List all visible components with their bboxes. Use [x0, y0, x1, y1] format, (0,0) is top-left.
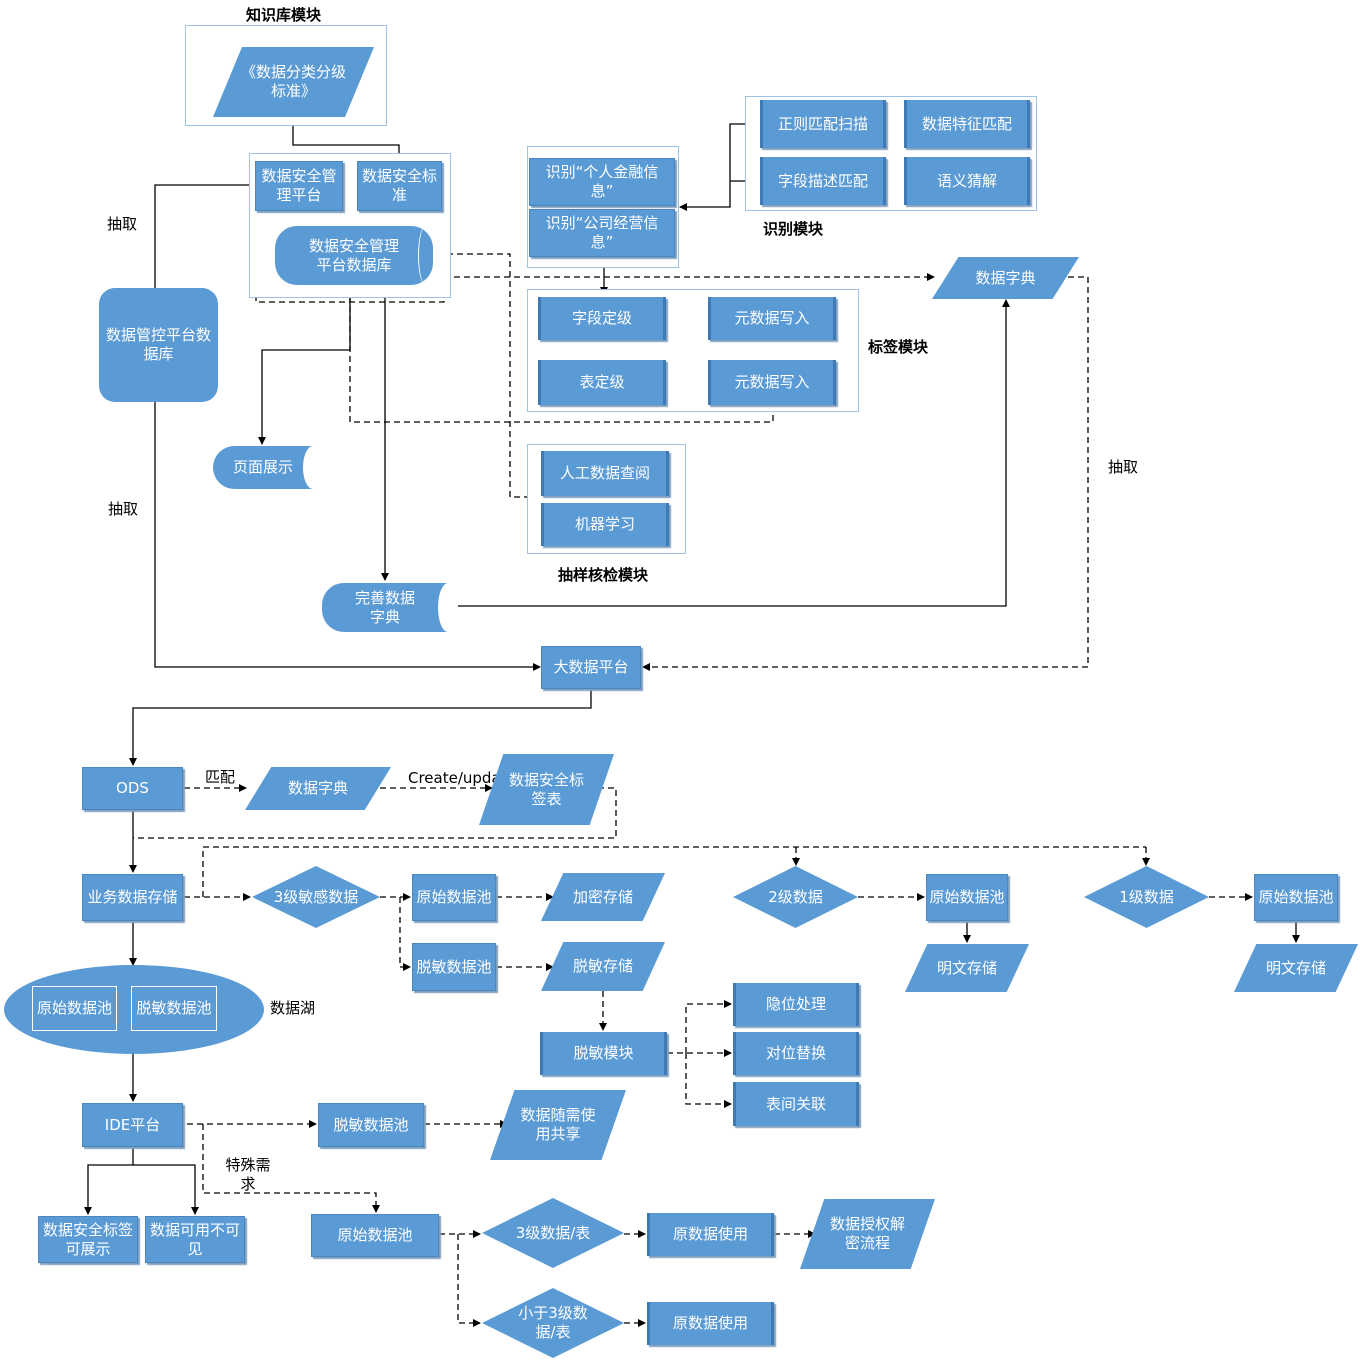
identify-personal-finance: 识别“个人金融信息”: [529, 158, 675, 206]
authorization-decrypt-flow: 数据授权解密流程: [800, 1199, 935, 1269]
machine-learning: 机器学习: [541, 503, 669, 546]
security-mgmt-platform: 数据安全管理平台: [255, 161, 343, 211]
pipeline-data-dictionary: 数据字典: [245, 767, 391, 810]
extract-label-top: 抽取: [107, 215, 138, 233]
raw-pool-level2: 原始数据池: [926, 874, 1008, 921]
bigdata-platform: 大数据平台: [541, 646, 641, 689]
extract-label-mid: 抽取: [108, 500, 139, 518]
desensitized-storage: 脱敏存储: [541, 942, 665, 991]
ide-platform: IDE平台: [82, 1103, 183, 1147]
plain-storage-level2: 明文存储: [905, 944, 1029, 992]
metadata-write-1: 元数据写入: [708, 297, 836, 340]
field-grading: 字段定级: [538, 297, 666, 340]
recognition-module-title: 识别模块: [763, 220, 824, 238]
ods-node: ODS: [82, 767, 183, 810]
raw-pool-level3: 原始数据池: [412, 874, 496, 921]
security-tag-displayable: 数据安全标签可展示: [38, 1216, 138, 1263]
plain-storage-level1: 明文存储: [1234, 944, 1358, 992]
feature-match: 数据特征匹配: [904, 100, 1030, 148]
semantic-guess: 语义猜解: [904, 157, 1030, 205]
security-tag-table: 数据安全标签表: [479, 754, 614, 825]
ide-raw-pool: 原始数据池: [311, 1214, 439, 1257]
control-platform-database: 数据管控平台数据库: [99, 288, 218, 402]
security-standard: 数据安全标准: [357, 161, 442, 211]
regex-scan: 正则匹配扫描: [760, 100, 886, 148]
knowledge-module-title: 知识库模块: [246, 6, 322, 24]
encrypted-storage: 加密存储: [541, 873, 665, 921]
identify-company-business: 识别“公司经营信息”: [529, 209, 675, 257]
lake-raw-pool: 原始数据池: [32, 986, 117, 1031]
table-grading: 表定级: [538, 360, 666, 405]
metadata-write-2: 元数据写入: [708, 360, 836, 405]
mask-processing: 隐位处理: [733, 983, 859, 1026]
data-dictionary: 数据字典: [932, 257, 1079, 299]
raw-pool-level1: 原始数据池: [1254, 874, 1338, 921]
field-description-match: 字段描述匹配: [760, 157, 886, 205]
platform-database: 数据安全管理平台数据库: [275, 226, 433, 285]
data-on-demand-sharing: 数据随需使用共享: [490, 1090, 626, 1160]
classification-standard-doc: 《数据分类分级标准》: [213, 47, 374, 117]
create-update-label: Create/update: [408, 769, 516, 787]
raw-data-use-2: 原数据使用: [647, 1302, 774, 1345]
business-data-storage: 业务数据存储: [82, 874, 183, 921]
sampling-module-title: 抽样核检模块: [558, 566, 649, 584]
extract-label-right: 抽取: [1108, 458, 1139, 476]
ide-desensitized-pool: 脱敏数据池: [318, 1103, 424, 1147]
desensitized-pool: 脱敏数据池: [412, 943, 496, 991]
lake-desensitized-pool: 脱敏数据池: [131, 986, 217, 1031]
positional-substitution: 对位替换: [733, 1032, 859, 1075]
refine-data-dictionary: 完善数据字典: [322, 583, 458, 632]
data-usable-invisible: 数据可用不可见: [145, 1216, 245, 1263]
page-display: 页面展示: [213, 446, 323, 489]
data-lake-label: 数据湖: [270, 999, 316, 1017]
raw-data-use-1: 原数据使用: [647, 1213, 774, 1256]
cross-table-association: 表间关联: [733, 1082, 859, 1126]
manual-data-review: 人工数据查阅: [541, 451, 669, 496]
desensitize-module: 脱敏模块: [540, 1032, 667, 1075]
special-need-label: 特殊需求: [225, 1156, 271, 1193]
tagging-module-title: 标签模块: [868, 338, 929, 356]
match-label: 匹配: [205, 768, 236, 786]
